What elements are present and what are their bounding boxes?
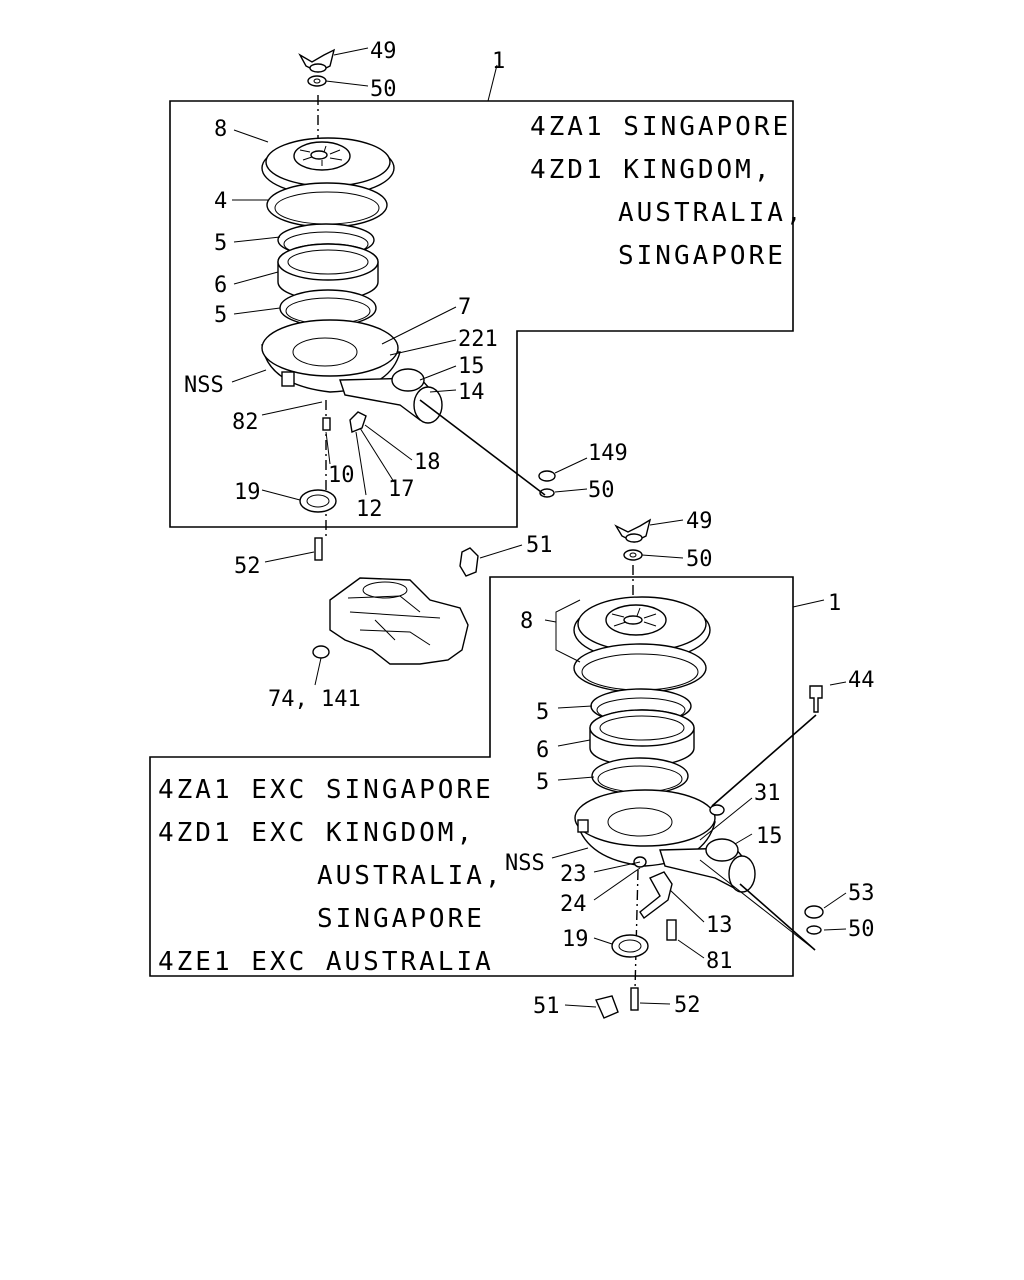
callout-149: 149 [588,441,628,466]
callout-50: 50 [588,478,615,503]
callout-13: 13 [706,913,733,938]
callout-50: 50 [686,547,713,572]
callout-19: 19 [562,927,589,952]
pin-icon [322,417,331,431]
callout-15: 15 [458,354,485,379]
callout-19: 19 [234,480,261,505]
lower-applicability-line-5: 4ZE1 EXC AUSTRALIA [158,947,494,977]
callout-23: 23 [560,862,587,887]
upper-assembly: 4ZA1 SINGAPORE 4ZD1 KINGDOM, AUSTRALIA, … [169,39,805,579]
filter-element-icon [277,243,379,301]
bolt-icon [666,919,677,941]
callout-8: 8 [214,117,227,142]
callout-53: 53 [848,881,875,906]
cover-icon [261,137,395,196]
wing-nut-icon [298,48,336,73]
callout-31: 31 [754,781,781,806]
callout-49: 49 [686,509,713,534]
upper-outline [169,100,794,528]
element-ring-icon [266,182,388,228]
callout-221: 221 [458,327,498,352]
callout-44: 44 [848,668,875,693]
washer-icon [307,75,327,87]
callout-50: 50 [370,77,397,102]
lower-applicability-line-3: AUSTRALIA, [317,861,504,891]
callout-17: 17 [388,477,415,502]
clip-icon [459,547,479,577]
engine-sketch [329,577,469,665]
callout-7: 7 [458,295,471,320]
callout-1: 1 [828,591,841,616]
callout-5: 5 [214,303,227,328]
gasket-icon [611,934,649,958]
gasket-icon [299,489,337,513]
callout-14: 14 [458,380,485,405]
callout-10: 10 [328,463,355,488]
callout-81: 81 [706,949,733,974]
bolt-icon [809,685,823,713]
callout-8: 8 [520,609,533,634]
stud-icon [314,537,323,561]
callout-4: 4 [214,189,227,214]
callout-15: 15 [756,824,783,849]
air-cleaner-body-icon [261,319,443,424]
callout-12: 12 [356,497,383,522]
upper-applicability-line-1: 4ZA1 SINGAPORE [530,112,791,142]
callout-18: 18 [414,450,441,475]
callout-6: 6 [536,738,549,763]
bracket-icon [349,411,367,433]
lower-applicability-line-2: 4ZD1 EXC KINGDOM, [158,818,475,848]
callout-24: 24 [560,892,587,917]
engine-area: 51 74, 141 [268,533,553,712]
callout-1: 1 [492,49,505,74]
callout-5: 5 [214,231,227,256]
lower-outline [149,576,794,977]
callout-5: 5 [536,770,549,795]
callout-51: 51 [526,533,553,558]
lower-applicability-line-4: SINGAPORE [317,904,485,934]
callout-nss: NSS [505,851,545,876]
upper-applicability-line-4: SINGAPORE [618,241,786,271]
callout-6: 6 [214,273,227,298]
callout-52: 52 [234,554,261,579]
upper-applicability-line-2: 4ZD1 KINGDOM, [530,155,773,185]
callout-82: 82 [232,410,259,435]
bracket-icon [639,871,673,920]
lower-assembly: 4ZA1 EXC SINGAPORE 4ZD1 EXC KINGDOM, AUS… [149,509,875,1019]
clip-icon [595,995,619,1019]
upper-applicability-line-3: AUSTRALIA, [618,198,805,228]
callout-5: 5 [536,700,549,725]
callout-nss: NSS [184,373,224,398]
washer-icon [623,549,643,561]
callout-51: 51 [533,994,560,1019]
lower-applicability-line-1: 4ZA1 EXC SINGAPORE [158,775,494,805]
air-cleaner-body-icon [574,789,756,893]
callout-49: 49 [370,39,397,64]
callout-50: 50 [848,917,875,942]
cover-icon [573,596,711,661]
stud-icon [630,987,639,1011]
callout-52: 52 [674,993,701,1018]
wing-nut-icon [614,518,652,543]
callout-74-141: 74, 141 [268,687,361,712]
